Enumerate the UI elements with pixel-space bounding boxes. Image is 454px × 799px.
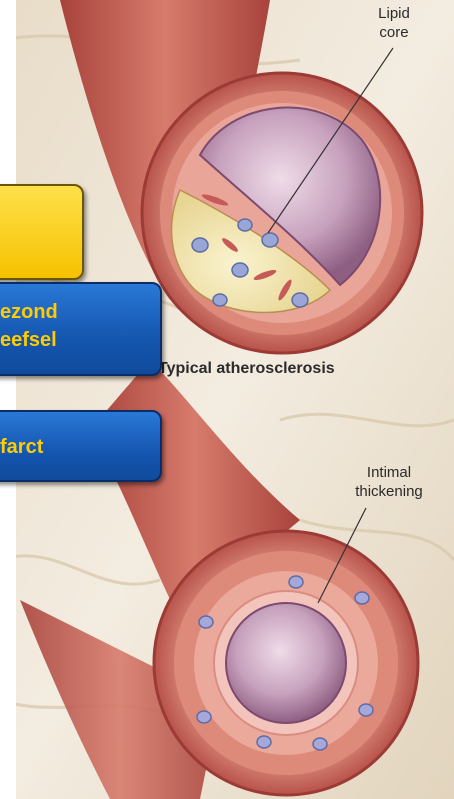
intimal-thickening-label-line2: thickening [334,482,444,501]
callout-middle-line1: ezond [0,298,160,326]
callout-middle-line2: eefsel [0,326,160,354]
intimal-thickening-label: Intimal thickening [334,463,444,501]
lipid-core-label-line2: core [354,23,434,42]
callout-yellow-box [0,184,84,280]
lipid-core-label-line1: Lipid [354,4,434,23]
typical-atherosclerosis-label: Typical atherosclerosis [158,359,418,378]
callout-blue-box-bottom: farct [0,410,162,482]
intimal-thickening-label-line1: Intimal [334,463,444,482]
callout-blue-box-middle: ezond eefsel [0,282,162,376]
left-margin [0,0,16,799]
lipid-core-label: Lipid core [354,4,434,42]
